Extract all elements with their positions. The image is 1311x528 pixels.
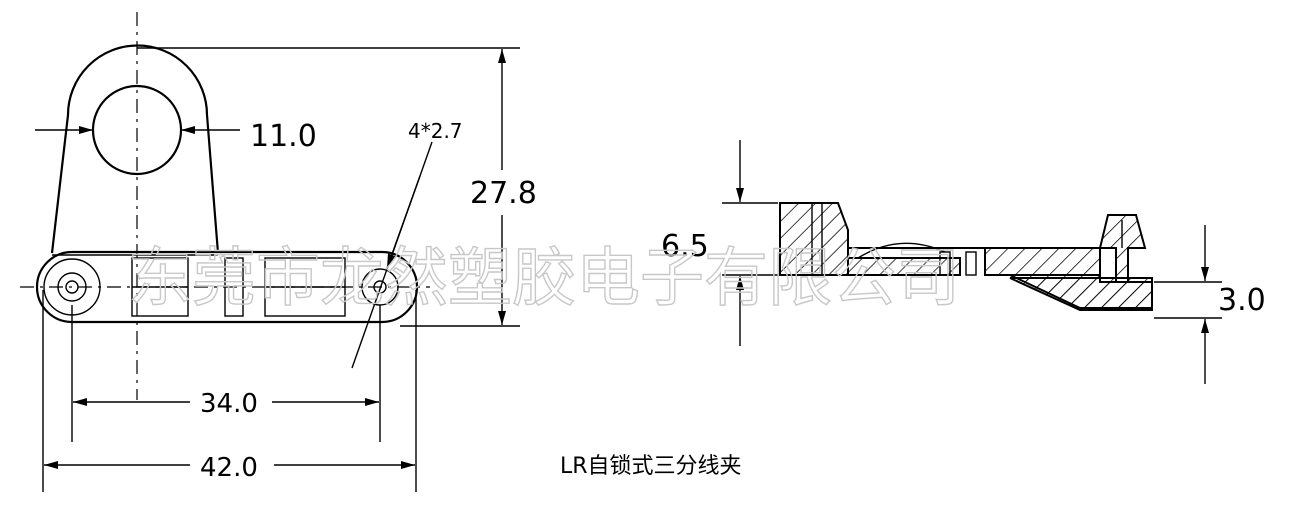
clip-loop-outline — [50, 44, 220, 254]
dim-hole-spec: 4*2.7 — [408, 119, 463, 143]
right-mount-hole — [373, 280, 387, 294]
caption: LR自锁式三分线夹 — [560, 454, 742, 479]
slot-center — [224, 257, 244, 317]
dim-hole-spacing: 34.0 — [200, 389, 258, 419]
watermark: 东莞市龙然塑胶电子有限公司 — [128, 242, 960, 316]
base-bar-outline — [35, 250, 419, 324]
dim-hole-diameter: 11.0 — [250, 119, 317, 154]
left-mount-hole — [65, 280, 79, 294]
dim-side-height: 6.5 — [661, 229, 709, 264]
left-eye-inner — [57, 272, 87, 302]
section-step — [939, 251, 951, 276]
section-base-plate-body — [847, 257, 961, 276]
side-view: 6.5 3.0 — [661, 140, 1266, 384]
section-step-2 — [965, 251, 977, 276]
dim-side-thickness: 3.0 — [1218, 283, 1266, 318]
section-left-block — [779, 202, 849, 276]
section-latch-head — [1098, 214, 1147, 283]
section-foot — [1009, 277, 1153, 311]
front-view: 11.0 4*2.7 27.8 34.0 42.0 — [20, 12, 537, 492]
section-curve-lip — [857, 242, 946, 259]
dim-overall-length: 42.0 — [200, 453, 258, 483]
dim-total-height: 27.8 — [470, 176, 537, 211]
dim-spec-arrow — [386, 175, 421, 269]
section-mid-plate — [984, 247, 1101, 276]
